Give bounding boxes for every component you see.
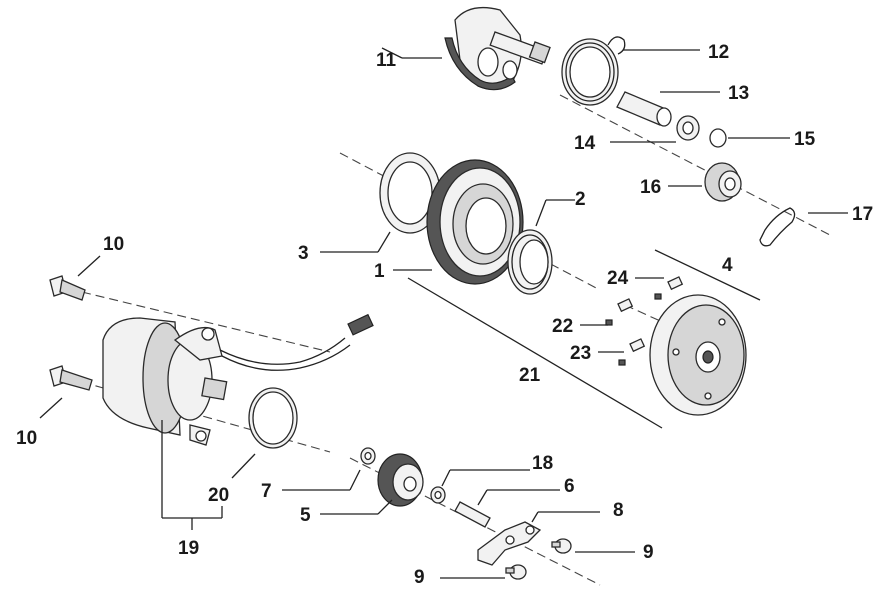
part-label-10-upper: 10 <box>103 234 124 255</box>
washer-20 <box>430 486 446 504</box>
part-label-17: 17 <box>852 204 873 225</box>
starter-clutch-gear <box>426 159 524 285</box>
kick-spring <box>561 36 626 106</box>
part-label-15: 15 <box>794 129 816 150</box>
one-way-clutch <box>507 229 553 295</box>
leader-lines <box>39 47 848 579</box>
washer-14 <box>676 115 700 141</box>
kick-starter-shaft <box>444 6 551 91</box>
clutch-housing <box>649 294 747 416</box>
bushing <box>616 91 672 127</box>
part-label-21: 21 <box>519 365 541 386</box>
screw-9-right <box>551 538 572 554</box>
part-label-1: 1 <box>374 261 385 282</box>
part-label-22: 22 <box>552 316 573 337</box>
part-label-5: 5 <box>300 505 311 526</box>
part-label-16: 16 <box>640 177 661 198</box>
part-label-3: 3 <box>298 243 309 264</box>
gear-bracket <box>477 521 542 566</box>
part-label-13: 13 <box>728 83 749 104</box>
part-label-7: 7 <box>261 481 272 502</box>
washer-7 <box>360 447 376 465</box>
part-labels: 11 12 13 14 15 16 17 2 3 1 4 24 22 23 21… <box>16 42 873 588</box>
screw-9-bottom <box>505 564 527 580</box>
part-label-24: 24 <box>607 268 629 289</box>
idle-gear <box>377 453 424 507</box>
part-label-4: 4 <box>722 255 733 276</box>
part-label-11: 11 <box>376 50 397 71</box>
o-ring <box>248 387 298 449</box>
part-label-2: 2 <box>575 189 586 210</box>
part-label-19: 20 <box>208 485 229 506</box>
clutch-rollers-springs <box>605 276 684 366</box>
part-label-18: 19 <box>178 538 199 559</box>
circlip-15 <box>709 128 727 148</box>
part-label-14: 14 <box>574 133 596 154</box>
part-label-9-right: 9 <box>643 542 654 563</box>
part-label-9-bottom: 9 <box>414 567 425 588</box>
kick-driven-gear <box>704 162 742 202</box>
bolt-10-upper <box>49 275 86 301</box>
part-label-12: 12 <box>708 42 729 63</box>
part-label-6: 6 <box>564 476 575 497</box>
part-label-23: 23 <box>570 343 591 364</box>
bolt-10-lower <box>49 365 93 391</box>
spring-clip <box>759 207 796 247</box>
part-label-20: 18 <box>532 453 553 474</box>
idle-gear-shaft <box>454 501 491 528</box>
part-label-8: 8 <box>613 500 624 521</box>
starter-motor <box>102 313 374 446</box>
part-label-10-lower: 10 <box>16 428 37 449</box>
